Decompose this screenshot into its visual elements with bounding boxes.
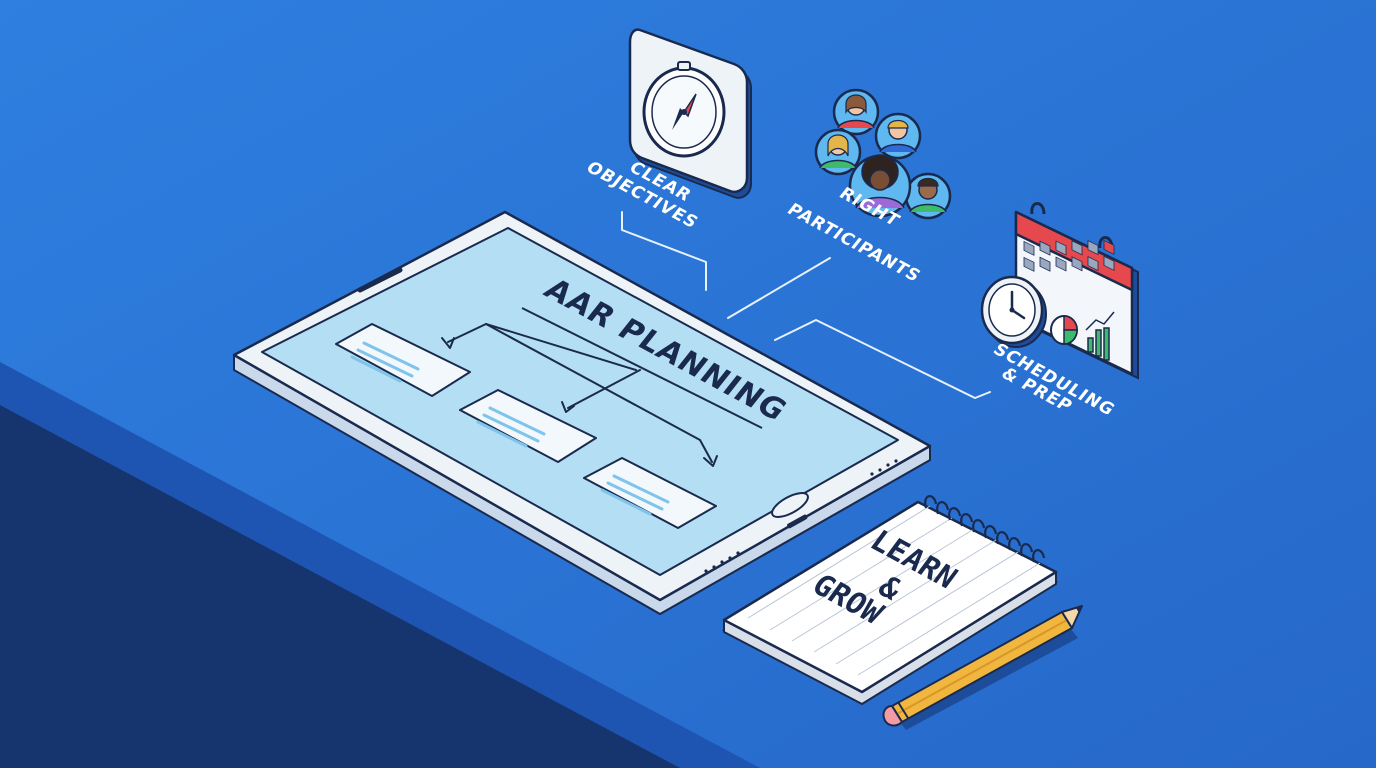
- tablet-speaker-dots: [704, 459, 898, 573]
- tablet: AAR PLANNING: [232, 210, 932, 615]
- home-button: [771, 492, 809, 518]
- connector-lines: [621, 211, 991, 399]
- flowchart-card-3: [583, 457, 717, 529]
- title-underline: [521, 307, 763, 429]
- flowchart-card-2: [459, 389, 597, 463]
- flowchart-arrows: [441, 323, 718, 467]
- compass-icon: [628, 28, 752, 199]
- people-icon: [814, 88, 952, 220]
- tablet-port: [787, 514, 808, 529]
- connector-objectives: [621, 211, 707, 291]
- notepad-spiral: [924, 495, 1046, 563]
- notepad: LEARN & GROW: [721, 495, 1059, 705]
- flowchart-card-1: [335, 323, 471, 397]
- desk-edge: [0, 362, 760, 768]
- connector-participants: [727, 257, 831, 319]
- pencil-icon: [882, 605, 1083, 730]
- notepad-page: [722, 500, 1058, 694]
- calendar-clock-icon: [980, 202, 1139, 380]
- connector-scheduling: [774, 319, 991, 399]
- tablet-speaker: [357, 267, 403, 293]
